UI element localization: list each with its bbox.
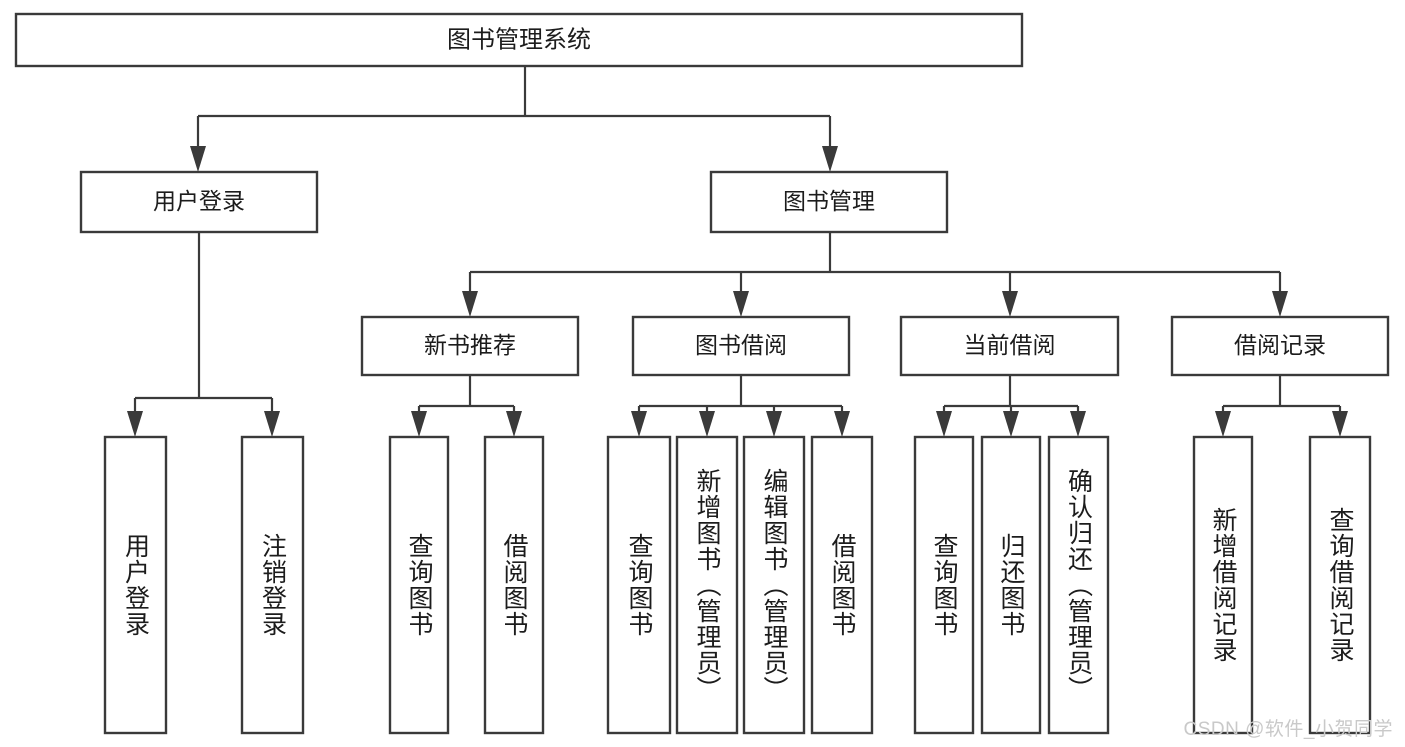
node-leaf-2-rect[interactable] xyxy=(388,435,450,735)
nb-to-borrow-arrow-icon xyxy=(506,411,522,437)
root-to-user-login-arrow-icon xyxy=(190,146,206,172)
node-level3-1-rect[interactable] xyxy=(631,315,851,377)
connector-layer xyxy=(127,66,1348,437)
node-root-rect[interactable] xyxy=(14,12,1024,68)
cb-to-query-arrow-icon xyxy=(936,411,952,437)
node-level2-1-rect[interactable] xyxy=(709,170,949,234)
bm-to-new-book-arrow-icon xyxy=(462,291,478,317)
node-root-label: 图书管理系统 xyxy=(447,26,591,53)
node-leaf-3-rect[interactable] xyxy=(483,435,545,735)
node-leaf-1-rect[interactable] xyxy=(240,435,305,735)
node-level2-0[interactable]: 用户登录 xyxy=(79,170,319,234)
node-leaf-11-rect[interactable] xyxy=(1192,435,1254,735)
node-leaf-8-rect[interactable] xyxy=(913,435,975,735)
ul-to-logout-arrow-icon xyxy=(264,411,280,437)
node-leaf-10-rect[interactable] xyxy=(1047,435,1110,735)
ul-to-login-arrow-icon xyxy=(127,411,143,437)
node-level3-1-label: 图书借阅 xyxy=(695,332,787,358)
node-level3-2-label: 当前借阅 xyxy=(964,332,1056,358)
node-level3-0-label: 新书推荐 xyxy=(424,332,516,358)
node-level2-0-label: 用户登录 xyxy=(153,188,245,214)
node-leaf-12-rect[interactable] xyxy=(1308,435,1372,735)
node-level3-0[interactable]: 新书推荐 xyxy=(360,315,580,377)
cb-to-return-arrow-icon xyxy=(1003,411,1019,437)
root-to-book-manage-arrow-icon xyxy=(822,146,838,172)
bb-to-edit-arrow-icon xyxy=(766,411,782,437)
node-level3-3-label: 借阅记录 xyxy=(1234,332,1326,358)
bb-to-query-arrow-icon xyxy=(631,411,647,437)
nb-to-query-arrow-icon xyxy=(411,411,427,437)
node-leaf-0-rect[interactable] xyxy=(103,435,168,735)
cb-to-confirm-arrow-icon xyxy=(1070,411,1086,437)
node-level2-0-rect[interactable] xyxy=(79,170,319,234)
bb-to-borrowbook-arrow-icon xyxy=(834,411,850,437)
node-leaf-6-rect[interactable] xyxy=(742,435,806,735)
bm-to-record-arrow-icon xyxy=(1272,291,1288,317)
rb-to-query-arrow-icon xyxy=(1332,411,1348,437)
bm-to-borrow-arrow-icon xyxy=(733,291,749,317)
node-leaf-7-rect[interactable] xyxy=(810,435,874,735)
bb-to-add-arrow-icon xyxy=(699,411,715,437)
node-level3-3-rect[interactable] xyxy=(1170,315,1390,377)
rb-to-add-arrow-icon xyxy=(1215,411,1231,437)
node-level2-1-label: 图书管理 xyxy=(783,188,875,214)
node-root[interactable]: 图书管理系统 xyxy=(14,12,1024,68)
node-level3-1[interactable]: 图书借阅 xyxy=(631,315,851,377)
node-leaf-4-rect[interactable] xyxy=(606,435,672,735)
node-leaf-5-rect[interactable] xyxy=(675,435,739,735)
bm-to-current-arrow-icon xyxy=(1002,291,1018,317)
node-level3-2-rect[interactable] xyxy=(899,315,1120,377)
node-leaf-9-rect[interactable] xyxy=(980,435,1042,735)
node-level3-0-rect[interactable] xyxy=(360,315,580,377)
node-level3-2[interactable]: 当前借阅 xyxy=(899,315,1120,377)
watermark: CSDN @软件_小贺同学 xyxy=(1183,719,1393,740)
node-level2-1[interactable]: 图书管理 xyxy=(709,170,949,234)
node-level3-3[interactable]: 借阅记录 xyxy=(1170,315,1390,377)
